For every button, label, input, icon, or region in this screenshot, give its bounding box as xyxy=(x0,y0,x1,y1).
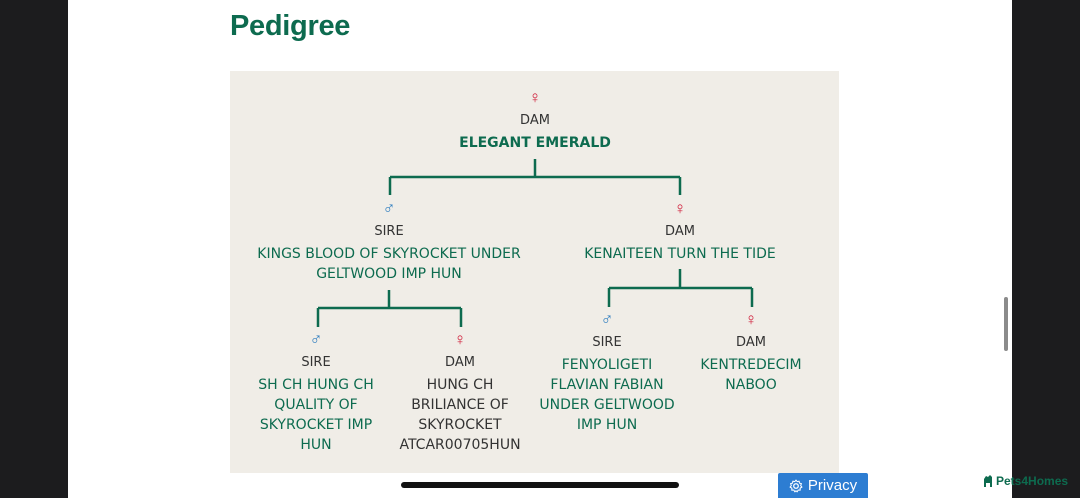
sire-sire-node: ♂ SIRE SH CH HUNG CH QUALITY OF SKYROCKE… xyxy=(246,331,386,455)
dam-node: ♀ DAM KENAITEEN TURN THE TIDE xyxy=(570,200,790,264)
dam-dam-role-label: DAM xyxy=(736,335,766,350)
female-icon: ♀ xyxy=(453,330,467,349)
dam-role-label: DAM xyxy=(665,224,695,239)
dam-sire-node: ♂ SIRE FENYOLIGETI FLAVIAN FABIAN UNDER … xyxy=(537,311,677,435)
privacy-button[interactable]: Privacy xyxy=(778,473,868,498)
root-name: ELEGANT EMERALD xyxy=(459,135,611,151)
page-title: Pedigree xyxy=(230,10,351,42)
sire-dam-name-line-2: BRILIANCE OF xyxy=(411,397,509,413)
sire-role-label: SIRE xyxy=(374,224,404,239)
female-icon: ♀ xyxy=(744,310,758,329)
dog-icon xyxy=(984,475,992,487)
pedigree-panel: ♀ DAM ELEGANT EMERALD ♂ SIRE KINGS BLOOD… xyxy=(230,71,839,473)
dam-dam-node: ♀ DAM KENTREDECIM NABOO xyxy=(691,311,811,395)
sire-sire-name-line-1: SH CH HUNG CH xyxy=(258,377,374,393)
pedigree-connector-lines xyxy=(316,159,754,327)
dam-sire-name-line-4: IMP HUN xyxy=(576,417,638,433)
dam-sire-role-label: SIRE xyxy=(592,335,622,350)
page-content: Pedigree ♀ DAM ELEGANT EMERALD ♂ SIRE KI… xyxy=(68,0,1012,498)
right-letterbox xyxy=(1012,0,1080,498)
home-indicator[interactable] xyxy=(401,482,679,488)
dam-sire-name-line-3: UNDER GELTWOOD xyxy=(539,397,675,413)
sire-sire-name-line-3: SKYROCKET IMP xyxy=(259,417,373,433)
sire-sire-name-line-4: HUN xyxy=(300,437,332,453)
sire-sire-role-label: SIRE xyxy=(301,355,331,370)
male-icon: ♂ xyxy=(309,330,323,349)
sire-dam-node: ♀ DAM HUNG CH BRILIANCE OF SKYROCKET ATC… xyxy=(390,331,530,455)
dam-sire-name-line-1: FENYOLIGETI xyxy=(561,357,653,373)
sire-dam-role-label: DAM xyxy=(445,355,475,370)
dam-dam-name-line-1: KENTREDECIM xyxy=(700,357,802,373)
sire-sire-name-line-2: QUALITY OF xyxy=(274,397,358,413)
sire-name-line-2: GELTWOOD IMP HUN xyxy=(316,266,462,282)
scrollbar-thumb[interactable] xyxy=(1004,297,1008,351)
brand-label: Pets4Homes xyxy=(996,474,1069,488)
dam-name-line-1: KENAITEEN TURN THE TIDE xyxy=(584,246,776,262)
sire-dam-name-line-1: HUNG CH xyxy=(426,377,494,393)
male-icon: ♂ xyxy=(600,310,614,329)
privacy-label: Privacy xyxy=(807,477,858,494)
sire-node: ♂ SIRE KINGS BLOOD OF SKYROCKET UNDER GE… xyxy=(244,200,534,284)
pets4homes-logo[interactable]: Pets4Homes xyxy=(982,474,1068,488)
root-dam-node: ♀ DAM ELEGANT EMERALD xyxy=(459,89,611,153)
male-icon: ♂ xyxy=(382,199,396,218)
dam-sire-name-line-2: FLAVIAN FABIAN xyxy=(550,377,664,393)
sire-name-line-1: KINGS BLOOD OF SKYROCKET UNDER xyxy=(257,246,521,262)
root-role-label: DAM xyxy=(520,113,550,128)
sire-dam-name-line-3: SKYROCKET xyxy=(418,417,502,433)
female-icon: ♀ xyxy=(673,199,687,218)
gear-icon xyxy=(789,479,803,492)
dam-dam-name-line-2: NABOO xyxy=(725,377,777,393)
left-letterbox xyxy=(0,0,68,498)
female-icon: ♀ xyxy=(528,88,542,107)
sire-dam-name-line-4: ATCAR00705HUN xyxy=(399,437,521,453)
